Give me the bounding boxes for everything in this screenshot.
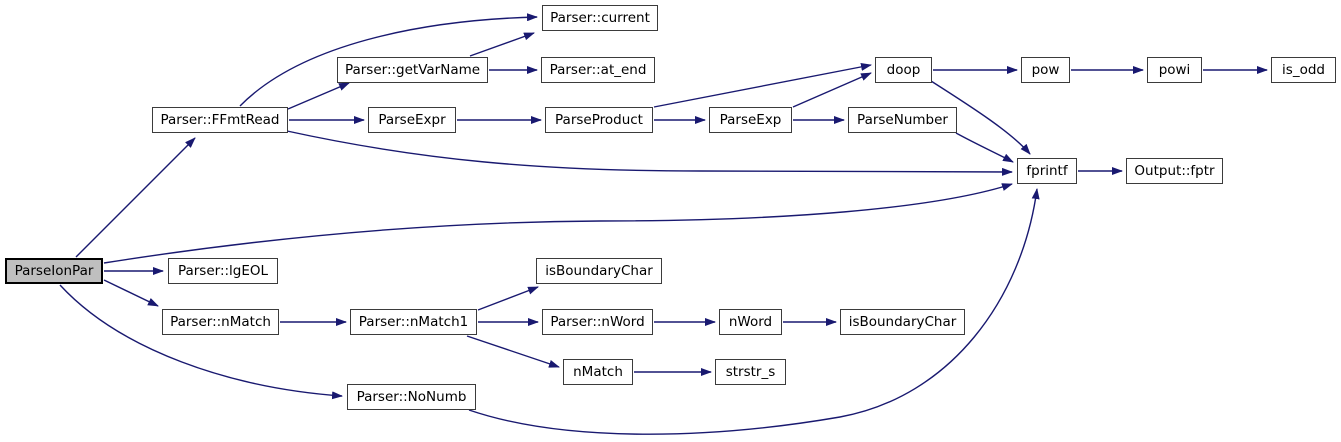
node-doop[interactable]: doop	[875, 57, 932, 83]
node-parser-ffmtread[interactable]: Parser::FFmtRead	[152, 107, 288, 133]
node-parser-nmatch1[interactable]: Parser::nMatch1	[350, 309, 477, 335]
node-parsenumber[interactable]: ParseNumber	[848, 107, 957, 133]
node-pow[interactable]: pow	[1021, 57, 1070, 83]
node-parser-nonumb[interactable]: Parser::NoNumb	[347, 384, 476, 410]
edge-ffmtread-fprintf	[286, 130, 1013, 176]
edge-parsenumber-fprintf	[955, 132, 1014, 163]
node-output-fptr[interactable]: Output::fptr	[1126, 158, 1223, 184]
node-isboundarychar-1[interactable]: isBoundaryChar	[536, 258, 662, 284]
edge-parseexp-doop	[792, 72, 872, 108]
node-isboundarychar-2[interactable]: isBoundaryChar	[840, 309, 965, 335]
node-parser-nmatch[interactable]: Parser::nMatch	[162, 309, 279, 335]
node-fprintf[interactable]: fprintf	[1017, 158, 1077, 184]
node-nword[interactable]: nWord	[719, 309, 782, 335]
node-parseexpr[interactable]: ParseExpr	[368, 107, 456, 133]
node-parseexp[interactable]: ParseExp	[709, 107, 792, 133]
node-parser-at-end[interactable]: Parser::at_end	[541, 57, 655, 83]
node-powi[interactable]: powi	[1147, 57, 1202, 83]
node-is-odd[interactable]: is_odd	[1271, 57, 1336, 83]
edge-ffmtread-current	[239, 13, 538, 107]
edge-parseionpar-fprintf	[103, 183, 1013, 264]
edge-ffmtread-getvarname	[287, 82, 350, 110]
node-parser-current[interactable]: Parser::current	[542, 5, 658, 31]
node-strstr-s[interactable]: strstr_s	[715, 359, 786, 385]
node-nmatch[interactable]: nMatch	[563, 359, 633, 385]
edge-nmatch1-isboundarychar1	[477, 286, 539, 311]
edge-doop-fprintf	[930, 80, 1031, 155]
edge-nmatch1-nmatch	[466, 335, 560, 368]
node-parser-nword[interactable]: Parser::nWord	[542, 309, 653, 335]
node-parseproduct[interactable]: ParseProduct	[545, 107, 653, 133]
node-parseionpar: ParseIonPar	[5, 258, 103, 284]
edge-parseproduct-doop	[653, 62, 872, 108]
edge-parseionpar-nmatch	[103, 279, 159, 307]
edge-nonumb-fprintf	[468, 188, 1040, 435]
edge-getvarname-current	[469, 32, 535, 57]
edge-parseionpar-ffmtread	[75, 137, 196, 258]
node-parser-getvarname[interactable]: Parser::getVarName	[337, 57, 488, 83]
edge-parseionpar-nonumb	[59, 284, 343, 400]
node-parser-lgeol[interactable]: Parser::lgEOL	[168, 258, 278, 284]
